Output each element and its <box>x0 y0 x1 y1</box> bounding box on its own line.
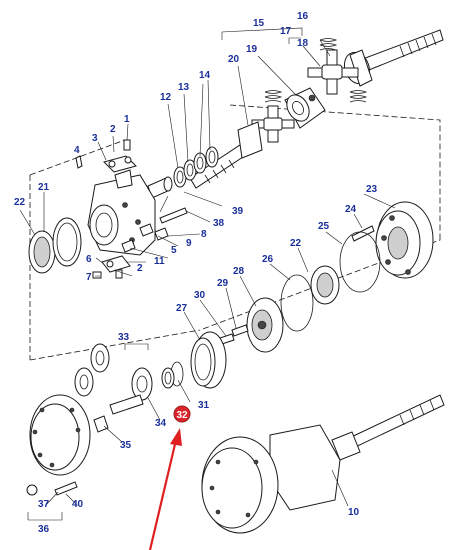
label-39: 39 <box>232 206 244 217</box>
label-23: 23 <box>366 184 378 195</box>
label-12: 12 <box>160 92 172 103</box>
ring-gear-carrier <box>246 297 284 353</box>
label-38: 38 <box>213 218 225 229</box>
annulus-gear <box>190 331 227 389</box>
screws-37-40 <box>26 481 78 496</box>
label-2-bottom: 2 <box>137 263 143 274</box>
label-9: 9 <box>186 238 192 249</box>
planetary-housing <box>29 394 91 476</box>
label-31: 31 <box>198 400 210 411</box>
label-1: 1 <box>124 114 130 125</box>
label-34: 34 <box>155 418 167 429</box>
label-32-highlighted: 32 <box>176 410 188 421</box>
label-27: 27 <box>176 303 188 314</box>
bushing <box>147 176 173 199</box>
label-4: 4 <box>74 145 80 156</box>
label-bracket-15 <box>221 27 303 40</box>
label-6: 6 <box>86 254 92 265</box>
wheel-stud <box>351 225 375 242</box>
label-35: 35 <box>120 440 132 451</box>
label-19: 19 <box>246 44 258 55</box>
label-33: 33 <box>118 332 130 343</box>
assembly-boundary-lower <box>29 235 441 361</box>
label-bracket-33 <box>124 343 149 350</box>
label-21: 21 <box>38 182 50 193</box>
label-29: 29 <box>217 278 229 289</box>
top-bracket <box>75 139 137 173</box>
label-40: 40 <box>72 499 84 510</box>
label-2-top: 2 <box>110 124 116 135</box>
label-20: 20 <box>228 54 240 65</box>
label-8: 8 <box>201 229 207 240</box>
leader-lines <box>19 39 396 507</box>
label-10: 10 <box>348 507 360 518</box>
label-25: 25 <box>318 221 330 232</box>
left-seals <box>28 217 82 274</box>
label-16: 16 <box>297 11 309 22</box>
label-28: 28 <box>233 266 245 277</box>
label-37: 37 <box>38 499 50 510</box>
half-shaft <box>343 29 444 87</box>
bottom-bracket <box>92 255 131 279</box>
ring-and-washer <box>161 361 184 389</box>
o-ring <box>339 231 381 293</box>
label-5: 5 <box>171 245 177 256</box>
label-18: 18 <box>297 38 309 49</box>
bolts-29-30 <box>219 324 249 345</box>
ring-26-shape <box>280 274 314 332</box>
label-15: 15 <box>253 18 265 29</box>
bolts-35 <box>93 415 109 433</box>
planet-gears <box>74 343 153 401</box>
label-11: 11 <box>154 256 165 267</box>
sun-shaft <box>109 394 144 415</box>
seal-rings <box>173 146 219 188</box>
label-22-left: 22 <box>14 197 26 208</box>
label-14: 14 <box>199 70 211 81</box>
label-36: 36 <box>38 524 50 535</box>
label-24: 24 <box>345 204 357 215</box>
label-13: 13 <box>178 82 190 93</box>
yoke <box>264 87 326 129</box>
label-bracket-17 <box>288 37 301 44</box>
steering-knuckle <box>87 169 156 256</box>
highlight-arrow <box>148 428 182 550</box>
label-30: 30 <box>194 290 206 301</box>
universal-joint-cross <box>307 38 368 103</box>
label-26: 26 <box>262 254 274 265</box>
label-bracket-36 <box>27 512 63 521</box>
hub <box>375 201 434 279</box>
stub-shaft <box>189 121 263 189</box>
label-3: 3 <box>92 133 98 144</box>
label-7: 7 <box>86 272 92 283</box>
highlighted-part-marker: 32 <box>173 405 191 423</box>
label-17: 17 <box>280 26 292 37</box>
bearing <box>310 265 340 305</box>
assembled-axle <box>201 394 445 534</box>
label-22-mid: 22 <box>290 238 302 249</box>
